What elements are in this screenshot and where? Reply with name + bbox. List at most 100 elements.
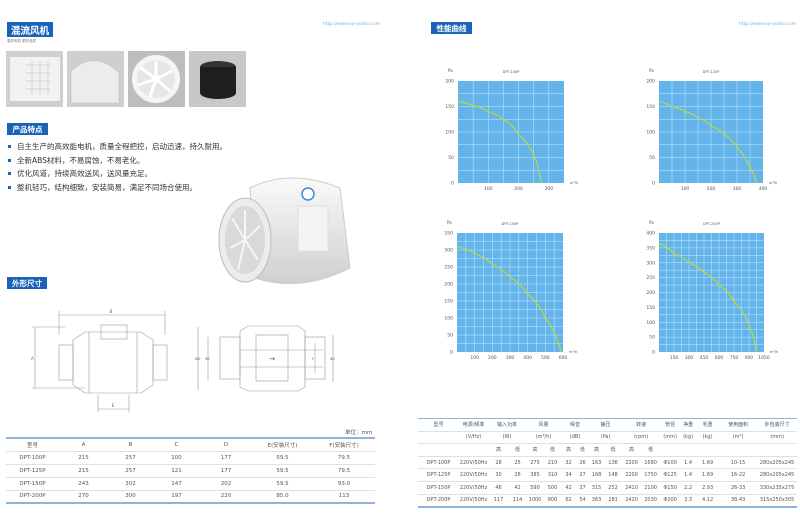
x-tick-label: 300: [733, 186, 742, 192]
table-cell: 800: [544, 494, 562, 508]
table-header-row: 型号电源/频率输入功率风量噪音静压转速管径净重毛重使用面积外包装尺寸: [418, 418, 798, 432]
table-cell: DPT-200P: [418, 494, 459, 508]
units-row: (V/Hz)(W)(m³/h)(dB)(Pa)(rpm)(mm)(kg)(kg)…: [418, 431, 798, 445]
table-cell: 16-22: [719, 468, 758, 482]
y-tick-label: 50: [649, 335, 655, 341]
column-header: 静压: [589, 418, 623, 432]
table-cell: DPT-100P: [418, 456, 459, 470]
performance-heading: 性能曲线: [431, 22, 472, 34]
website-link-left[interactable]: http://www.ny-motor.com: [323, 22, 381, 27]
table-cell: 280x205x245: [757, 456, 798, 470]
table-cell: 121: [153, 464, 200, 478]
x-tick-label: 200: [488, 355, 497, 361]
x-tick-label: 400: [759, 186, 768, 192]
x-tick-label: 450: [700, 355, 709, 361]
y-axis-label: Pa: [649, 68, 654, 73]
column-header: 转速: [622, 418, 661, 432]
x-tick-label: 750: [730, 355, 739, 361]
column-header: B: [108, 438, 153, 452]
y-tick-label: 100: [646, 320, 655, 326]
high-label: 高: [488, 443, 509, 457]
table-cell: 3.3: [680, 494, 697, 508]
column-header: A: [59, 438, 108, 452]
table-cell: 243: [59, 477, 108, 491]
x-tick-label: 500: [541, 355, 550, 361]
column-header: 外包装尺寸: [757, 418, 798, 432]
table-cell: 28: [488, 456, 509, 470]
high-label: 高: [589, 443, 605, 457]
unit-label: (mm): [660, 431, 681, 445]
chart-title: DPT-100P: [503, 70, 520, 74]
y-tick-label: 250: [444, 265, 453, 271]
table-cell: Φ100: [660, 456, 681, 470]
table-cell: 26-33: [719, 481, 758, 495]
bullet-icon: [8, 186, 11, 189]
table-cell: 38-43: [719, 494, 758, 508]
x-axis-label: m³/h: [770, 350, 778, 354]
website-link-right[interactable]: http://www.ny-motor.com: [739, 22, 797, 27]
airflow-arrow-icon: →: [269, 355, 275, 363]
x-tick-label: 400: [523, 355, 532, 361]
table-cell: 177: [200, 464, 252, 478]
table-cell: 85.0: [252, 490, 313, 504]
table-cell: Φ125: [660, 468, 681, 482]
x-tick-label: 100: [681, 186, 690, 192]
table-cell: 215: [59, 464, 108, 478]
low-label: 低: [509, 443, 527, 457]
high-label: 高: [526, 443, 545, 457]
product-subtitle: 更好电机 更好品质: [7, 39, 37, 43]
table-cell: 220V/50Hz: [459, 494, 488, 508]
x-tick-label: 900: [745, 355, 754, 361]
x-tick-label: 300: [506, 355, 515, 361]
table-cell: 25: [509, 456, 527, 470]
feature-item: 自主生产的高效能电机，质量全程把控，启动迅速，持久耐用。: [8, 141, 227, 152]
table-cell: 300: [108, 490, 153, 504]
table-cell: 32: [561, 456, 577, 470]
x-tick-label: 1050: [758, 355, 770, 361]
x-tick-label: 100: [470, 355, 479, 361]
performance-curve: [658, 100, 758, 184]
y-tick-label: 400: [646, 231, 655, 237]
unit-label: (Pa): [589, 431, 623, 445]
table-cell: 315: [589, 481, 605, 495]
bullet-icon: [8, 159, 11, 162]
table-cell: 500: [544, 481, 562, 495]
table-cell: Φ150: [660, 481, 681, 495]
feature-item: 优化风道，持续高效送风，送风量充足。: [8, 168, 152, 179]
features-heading: 产品特点: [7, 123, 48, 135]
y-tick-label: 200: [646, 290, 655, 296]
dim-label-e: E: [112, 403, 115, 408]
table-cell: 2420: [622, 494, 642, 508]
unit-label: (V/Hz): [459, 431, 488, 445]
x-axis-label: m³/h: [769, 181, 777, 185]
unit-label: (m³/h): [526, 431, 562, 445]
x-tick-label: 300: [685, 355, 694, 361]
table-cell: 114: [509, 494, 527, 508]
table-cell: 26: [576, 456, 590, 470]
y-tick-label: 150: [444, 299, 453, 305]
table-cell: 79.5: [313, 464, 375, 478]
table-cell: 330x235x275: [757, 481, 798, 495]
feature-item: 整机轻巧，结构细致，安装简易，满足不同场合使用。: [8, 182, 197, 193]
table-cell: 34: [561, 468, 577, 482]
table-cell: 270: [59, 490, 108, 504]
performance-curve: [457, 100, 542, 184]
high-low-row: 高低高低高低高低高低: [418, 443, 798, 457]
x-tick-label: 200: [514, 186, 523, 192]
column-header: 毛重: [696, 418, 720, 432]
table-cell: 220V/50Hz: [459, 456, 488, 470]
y-tick-label: 200: [444, 282, 453, 288]
performance-curve: [658, 242, 758, 353]
chart-title: DPT-150P: [502, 222, 519, 226]
y-tick-label: 100: [646, 130, 655, 136]
table-cell: 2100: [641, 481, 661, 495]
table-cell: 168: [589, 468, 605, 482]
unit-label: (dB): [561, 431, 590, 445]
